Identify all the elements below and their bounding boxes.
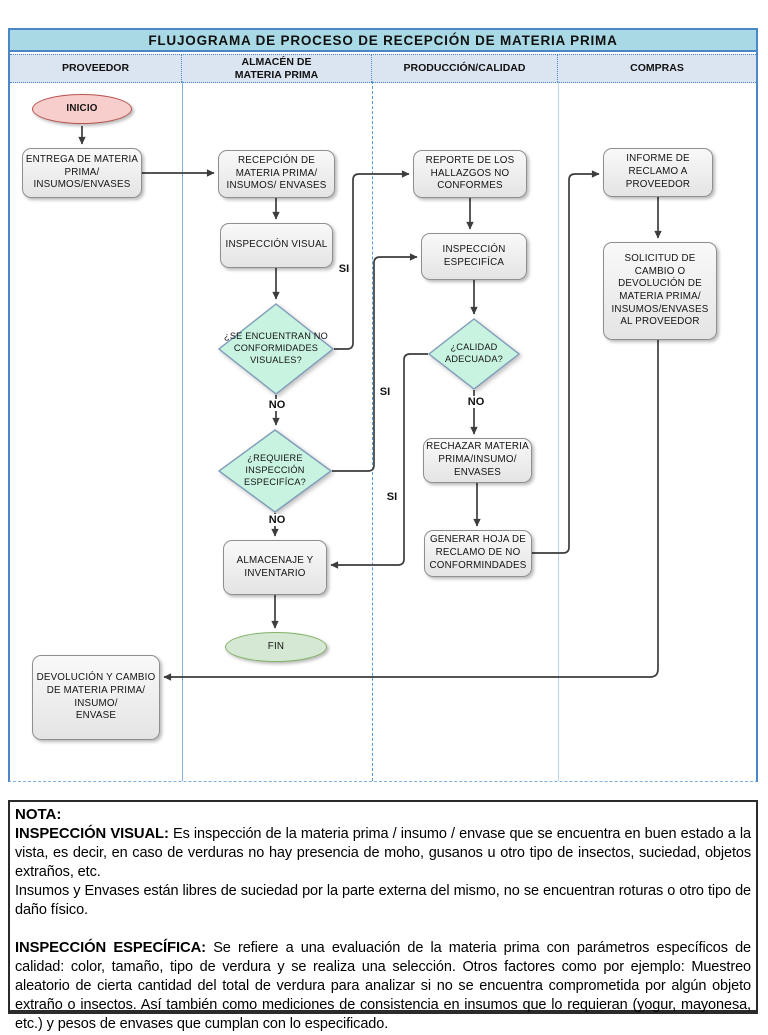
lane-header-proveedor: PROVEEDOR	[10, 55, 182, 82]
node-rechazar-label: RECHAZAR MATERIA PRIMA/INSUMO/ ENVASES	[426, 441, 529, 478]
node-decision-conformidades-label: ¿SE ENCUENTRAN NO CONFORMIDADES VISUALES…	[224, 331, 328, 365]
node-inicio: INICIO	[32, 94, 132, 124]
node-inspeccion-especifica-label: INSPECCIÓN ESPECIFÍCA	[442, 243, 506, 268]
node-generar-label: GENERAR HOJA DE RECLAMO DE NO CONFORMIND…	[429, 534, 527, 571]
node-informe-label: INFORME DE RECLAMO A PROVEEDOR	[625, 153, 691, 190]
note-especifica-label: INSPECCIÓN ESPECÍFICA:	[15, 939, 206, 956]
node-fin-label: FIN	[267, 640, 285, 652]
node-inicio-label: INICIO	[66, 102, 98, 114]
node-rechazar: RECHAZAR MATERIA PRIMA/INSUMO/ ENVASES	[423, 438, 532, 483]
flowchart-title-text: FLUJOGRAMA DE PROCESO DE RECEPCIÓN DE MA…	[148, 32, 618, 48]
edge-label-si-2: SI	[379, 386, 391, 398]
note-visual-label: INSPECCIÓN VISUAL:	[15, 825, 169, 842]
node-inspeccion-especifica: INSPECCIÓN ESPECIFÍCA	[421, 233, 527, 280]
edge-label-no-2: NO	[263, 514, 291, 526]
flowchart-title: FLUJOGRAMA DE PROCESO DE RECEPCIÓN DE MA…	[8, 28, 758, 52]
lane-header-row: PROVEEDOR ALMACÉN DE MATERIA PRIMA PRODU…	[10, 54, 756, 83]
lane-header-almacen: ALMACÉN DE MATERIA PRIMA	[182, 55, 372, 82]
lane-header-compras: COMPRAS	[630, 62, 684, 75]
node-generar: GENERAR HOJA DE RECLAMO DE NO CONFORMIND…	[424, 530, 532, 577]
node-inspeccion-visual-label: INSPECCIÓN VISUAL	[225, 239, 328, 251]
edge-label-si-1: SI	[338, 263, 350, 275]
edge-label-si-3: SI	[386, 491, 398, 503]
node-reporte: REPORTE DE LOS HALLAZGOS NO CONFORMES	[413, 150, 527, 198]
note-paragraph-especifica: INSPECCIÓN ESPECÍFICA: Se refiere a una …	[15, 939, 751, 1035]
edge-label-no-1: NO	[263, 399, 291, 411]
node-decision-requiere-label: ¿REQUIERE INSPECCIÓN ESPECIFÍCA?	[244, 453, 306, 487]
lane-divider-1	[182, 81, 183, 781]
node-decision-requiere: ¿REQUIERE INSPECCIÓN ESPECIFÍCA?	[218, 429, 332, 513]
note-heading: NOTA:	[15, 806, 62, 823]
note-paragraph-visual: INSPECCIÓN VISUAL: Es inspección de la m…	[15, 825, 751, 921]
node-inspeccion-visual: INSPECCIÓN VISUAL	[220, 223, 333, 268]
node-solicitud: SOLICITUD DE CAMBIO O DEVOLUCIÓN DE MATE…	[603, 242, 717, 340]
node-entrega-label: ENTREGA DE MATERIA PRIMA/ INSUMOS/ENVASE…	[25, 153, 139, 191]
node-decision-calidad: ¿CALIDAD ADECUADA?	[428, 318, 520, 390]
note-visual-text2: Insumos y Envases están libres de sucied…	[15, 883, 751, 919]
lane-divider-3	[558, 81, 559, 781]
note-panel: NOTA: INSPECCIÓN VISUAL: Es inspección d…	[8, 800, 758, 1032]
node-informe: INFORME DE RECLAMO A PROVEEDOR	[603, 148, 713, 197]
node-recepcion-label: RECEPCIÓN DE MATERIA PRIMA/ INSUMOS/ ENV…	[226, 154, 327, 192]
node-solicitud-label: SOLICITUD DE CAMBIO O DEVOLUCIÓN DE MATE…	[611, 252, 709, 328]
note-gap	[15, 921, 751, 939]
edge-label-no-3: NO	[462, 396, 490, 408]
lane-divider-2	[372, 81, 373, 781]
node-reporte-label: REPORTE DE LOS HALLAZGOS NO CONFORMES	[425, 154, 515, 192]
lane-header-produccion: PRODUCCIÓN/CALIDAD	[372, 55, 558, 82]
node-devolucion-label: DEVOLUCIÓN Y CAMBIO DE MATERIA PRIMA/ IN…	[36, 672, 156, 722]
node-entrega: ENTREGA DE MATERIA PRIMA/ INSUMOS/ENVASE…	[22, 148, 142, 198]
node-decision-calidad-label: ¿CALIDAD ADECUADA?	[445, 342, 503, 364]
node-fin: FIN	[225, 632, 327, 662]
node-almacenaje: ALMACENAJE Y INVENTARIO	[223, 540, 327, 595]
node-almacenaje-label: ALMACENAJE Y INVENTARIO	[236, 554, 314, 579]
node-devolucion: DEVOLUCIÓN Y CAMBIO DE MATERIA PRIMA/ IN…	[32, 655, 160, 740]
node-decision-conformidades: ¿SE ENCUENTRAN NO CONFORMIDADES VISUALES…	[218, 303, 334, 395]
node-recepcion: RECEPCIÓN DE MATERIA PRIMA/ INSUMOS/ ENV…	[218, 150, 335, 198]
note-visual-text: Es inspección de la materia prima / insu…	[15, 825, 751, 881]
